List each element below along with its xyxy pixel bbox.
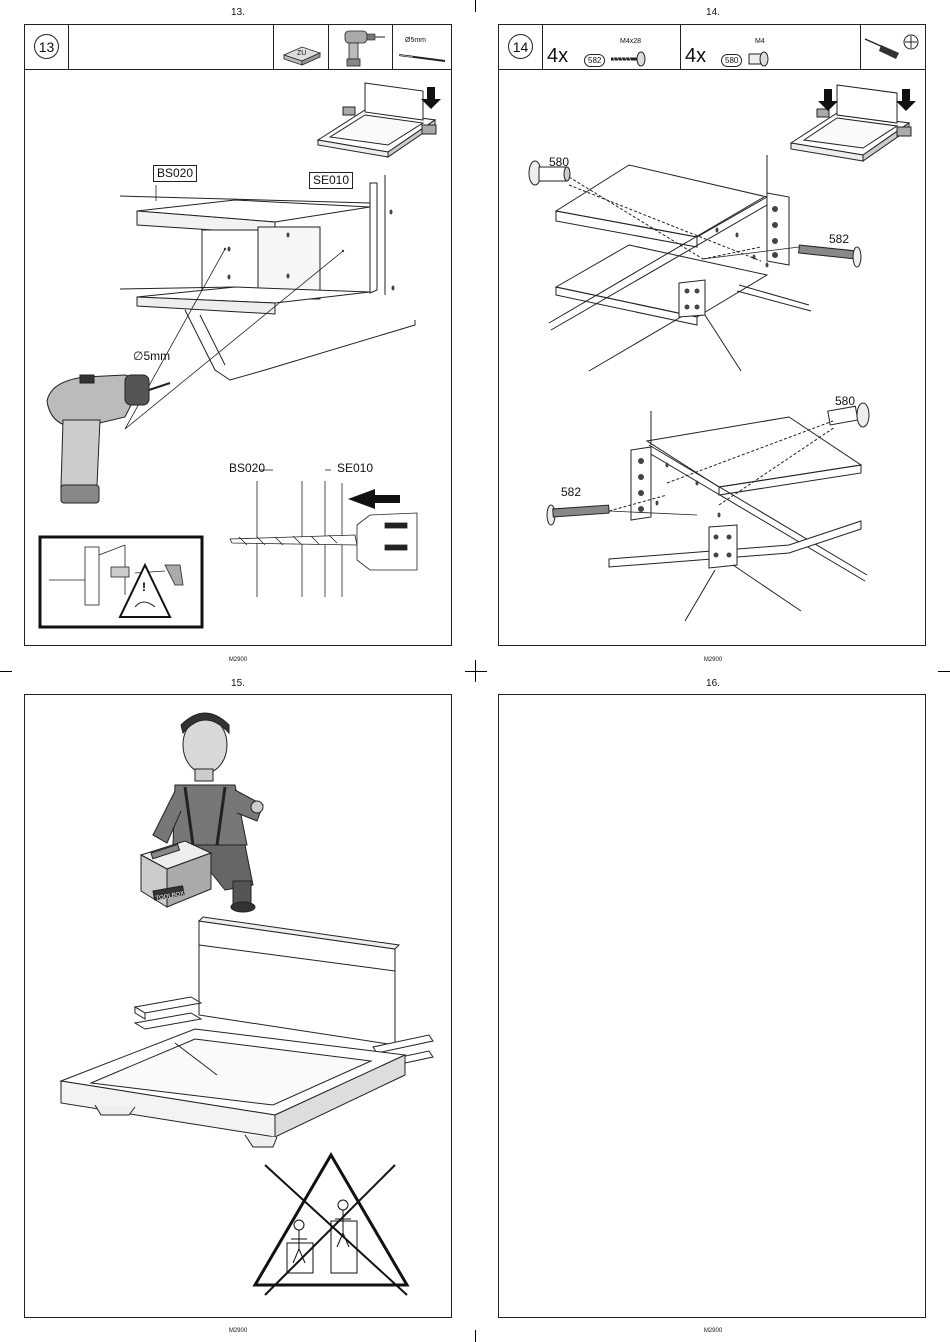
step-13-panel: 13 ZU Ø5mm	[24, 24, 452, 646]
crop-mark	[938, 671, 950, 672]
page-number: 14.	[693, 7, 733, 18]
detail-label-bs020: BS020	[229, 461, 265, 475]
label-582-upper: 582	[829, 232, 849, 246]
crop-mark	[475, 660, 476, 682]
page-footer: M2900	[218, 657, 258, 663]
label-580-lower: 580	[835, 394, 855, 408]
detail-label-se010: SE010	[337, 461, 373, 475]
step-13-illustration: !	[25, 25, 453, 647]
crop-mark	[475, 0, 476, 12]
step-15-panel: TOOLBOX	[24, 694, 452, 1318]
crop-mark	[465, 671, 487, 672]
svg-text:!: !	[142, 580, 146, 594]
page-number: 13.	[218, 7, 258, 18]
page-footer: M2900	[693, 1328, 733, 1334]
part-label-bs020: BS020	[153, 165, 197, 182]
label-580-upper: 580	[549, 155, 569, 169]
page-number: 16.	[693, 678, 733, 689]
crop-mark	[0, 671, 12, 672]
no-climbing-icon	[255, 1155, 407, 1295]
step-15-illustration: TOOLBOX	[25, 695, 453, 1319]
part-label-se010: SE010	[309, 172, 353, 189]
crop-mark	[475, 1330, 476, 1342]
label-582-lower: 582	[561, 485, 581, 499]
bed-drawing	[61, 917, 433, 1147]
page-footer: M2900	[693, 657, 733, 663]
page-footer: M2900	[218, 1328, 258, 1334]
step-16-panel	[498, 694, 926, 1318]
page-number: 15.	[218, 678, 258, 689]
step-14-panel: 14 4x 582 M4x28 4x 580 M4	[498, 24, 926, 646]
drill-size-label: ∅5mm	[133, 349, 170, 363]
step-14-illustration	[499, 25, 927, 647]
